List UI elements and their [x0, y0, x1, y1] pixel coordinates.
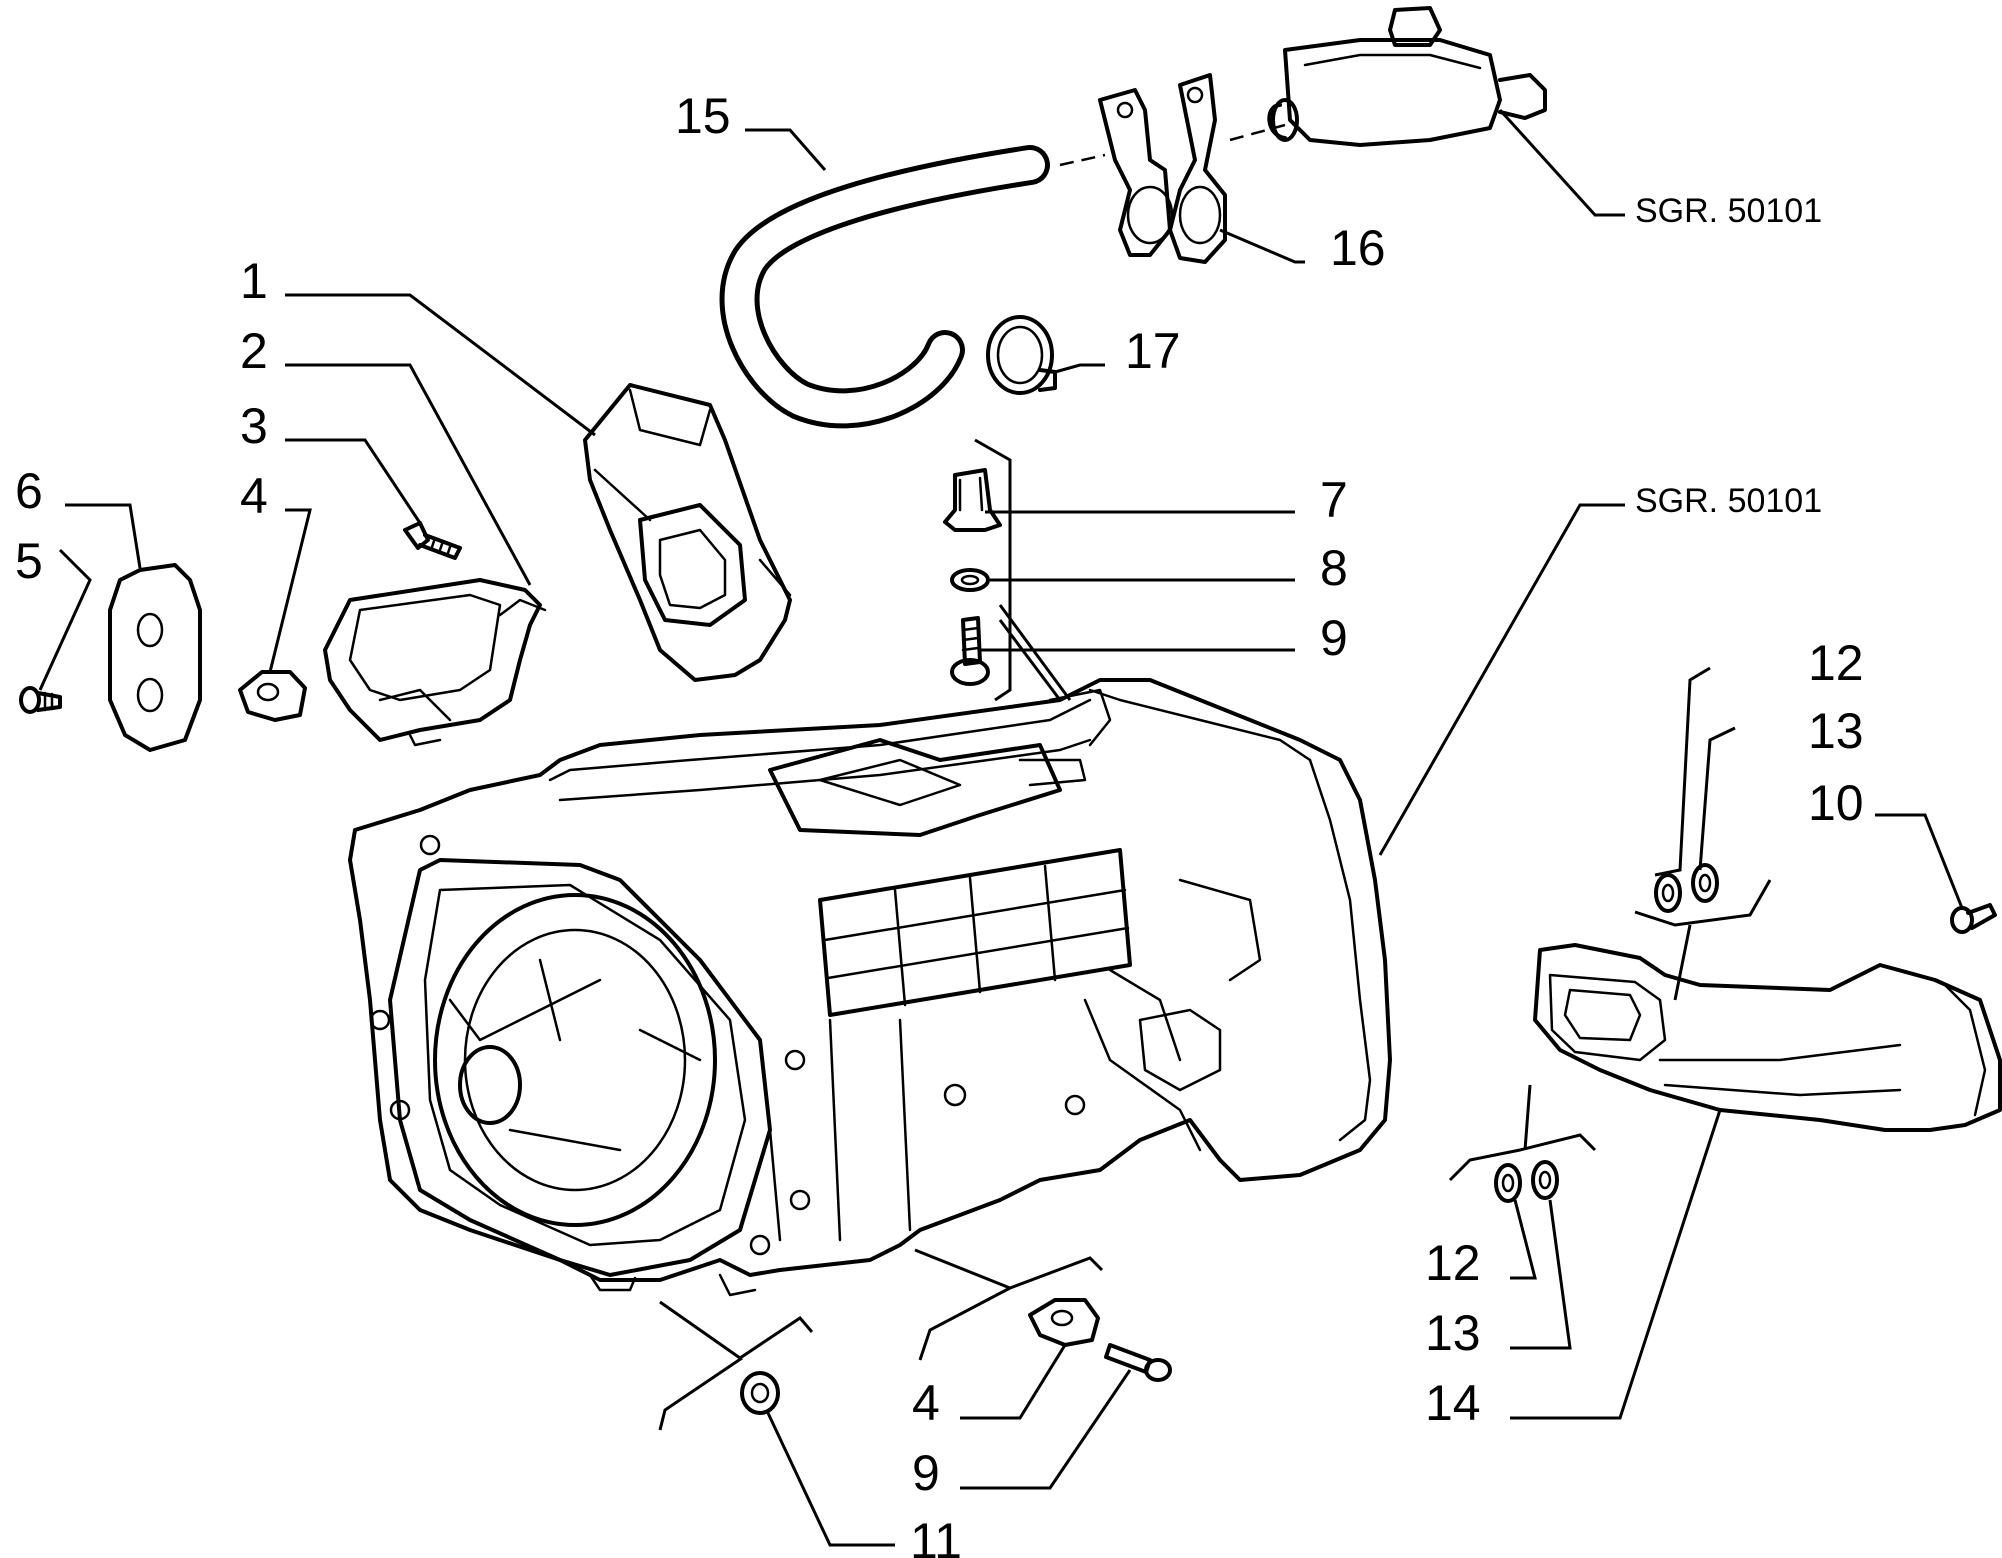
leader-lines: [38, 108, 1964, 1547]
part-6-gasket-plate: [108, 563, 202, 752]
assembly-bracket-bottom-left: [658, 1300, 814, 1431]
callout-9-bottom: 9: [912, 1445, 940, 1501]
part-11-nut: [740, 1371, 780, 1415]
assembly-bracket-7-9: [974, 438, 1012, 702]
callout-14: 14: [1425, 1375, 1481, 1431]
heater-housing: [348, 678, 1392, 1297]
callout-2: 2: [240, 323, 268, 379]
callout-12-lower: 12: [1425, 1235, 1481, 1291]
part-7-grommet: [943, 468, 1002, 532]
part-4-clip-nut-bottom: [1028, 1298, 1100, 1347]
part-8-washer: [950, 568, 990, 592]
callout-3: 3: [240, 398, 268, 454]
heater-valve: [1267, 6, 1547, 147]
part-12-washer-upper: [1654, 873, 1682, 913]
callout-12-upper: 12: [1808, 635, 1864, 691]
callout-9: 9: [1320, 610, 1348, 666]
assembly-bracket-bottom-middle: [914, 1248, 1104, 1361]
part-15-hose: [719, 145, 1050, 429]
callout-13-lower: 13: [1425, 1305, 1481, 1361]
part-2-bracket: [323, 578, 547, 747]
callout-11: 11: [910, 1513, 962, 1558]
callout-16: 16: [1330, 220, 1386, 276]
reference-sgr-top: SGR. 50101: [1635, 192, 1822, 230]
callout-10: 10: [1808, 775, 1864, 831]
part-4-clip-nut: [238, 670, 307, 722]
part-14-side-duct: [1533, 943, 2002, 1132]
callout-8: 8: [1320, 540, 1348, 596]
callout-7: 7: [1320, 472, 1348, 528]
callout-17: 17: [1125, 323, 1181, 379]
part-13-nut-upper: [1691, 863, 1719, 903]
part-16-bracket-clamp: [1098, 73, 1227, 264]
callout-6: 6: [15, 463, 43, 519]
part-9-bolt-bottom: [1104, 1343, 1172, 1382]
part-3-screw: [403, 521, 462, 560]
part-13-nut-lower: [1531, 1160, 1559, 1200]
callout-1: 1: [240, 253, 268, 309]
part-17-hose-clip: [986, 315, 1057, 395]
assembly-bracket-lower-right: [1448, 1084, 1597, 1182]
callout-15: 15: [675, 88, 731, 144]
callout-4: 4: [240, 468, 268, 524]
part-9-bolt: [950, 616, 990, 686]
reference-sgr-right: SGR. 50101: [1635, 482, 1822, 520]
callout-labels: 1 2 3 4 5 6 7 8 9 10 11 12 13 12 13 14 1…: [15, 88, 1864, 1558]
callout-13-upper: 13: [1808, 703, 1864, 759]
part-5-screw: [19, 686, 62, 714]
part-12-washer-lower: [1494, 1163, 1522, 1203]
part-10-screw: [1950, 903, 1997, 934]
part-1-air-duct: [583, 383, 792, 682]
callout-5: 5: [15, 533, 43, 589]
assembly-bracket-upper-right: [1634, 879, 1772, 1001]
callout-4-bottom: 4: [912, 1375, 940, 1431]
